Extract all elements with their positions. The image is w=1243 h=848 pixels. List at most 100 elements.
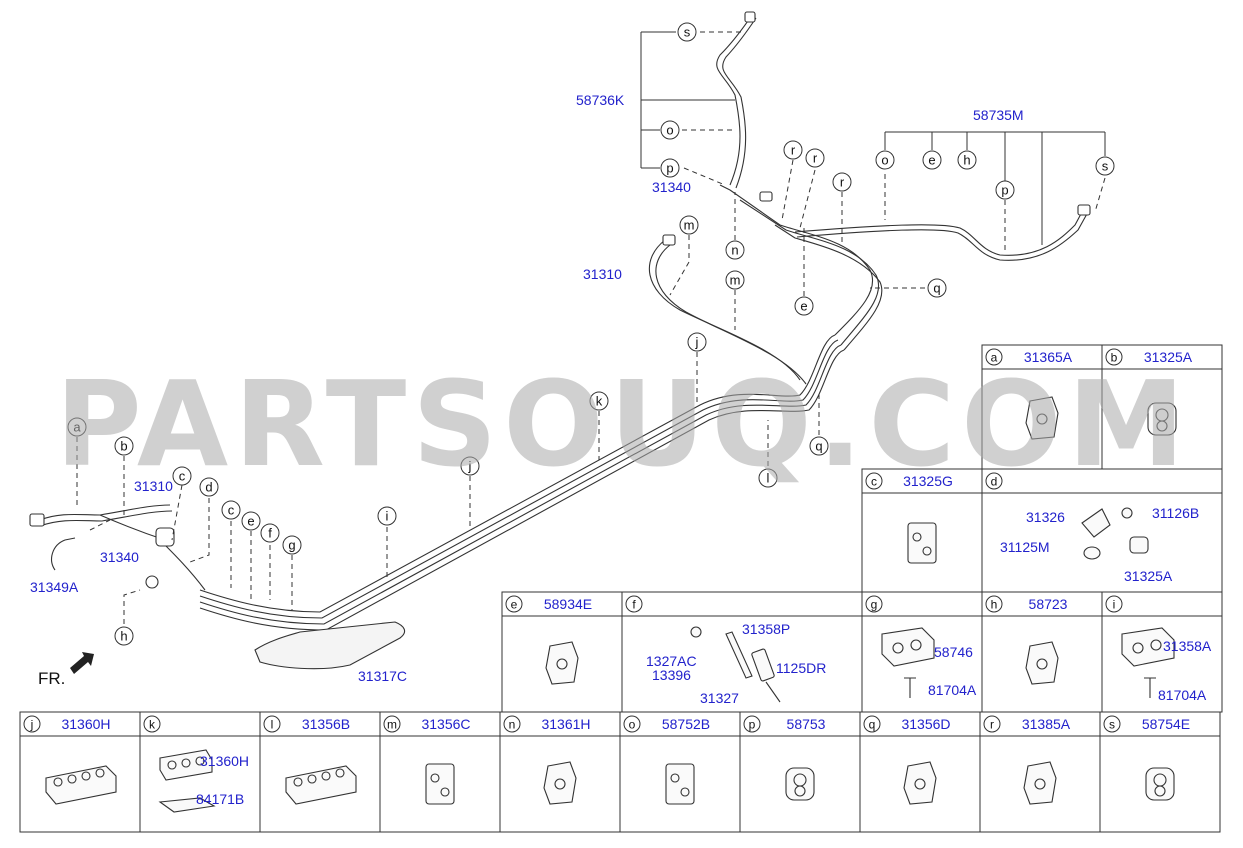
- callout-q: q: [927, 278, 947, 298]
- callout-e: e: [241, 511, 261, 531]
- cell-sublabel: 31325A: [1124, 568, 1173, 584]
- cell-part-number: 58752B: [662, 716, 710, 732]
- multi-clamp-icon: [285, 765, 357, 805]
- callout-letter: r: [791, 143, 796, 158]
- cell-letter: o: [629, 718, 636, 732]
- label-31340-top: 31340: [652, 179, 691, 195]
- cell-part-number: 31356B: [302, 716, 350, 732]
- label-31317C: 31317C: [358, 668, 407, 684]
- cell-part-number: 31356D: [901, 716, 950, 732]
- label-31340-left: 31340: [100, 549, 139, 565]
- cell-letter: b: [1111, 351, 1118, 365]
- cell-sublabel: 81704A: [1158, 687, 1207, 703]
- clamp-block-icon: [425, 763, 455, 805]
- callout-letter: b: [120, 439, 127, 454]
- cell-sublabel: 31125M: [1000, 539, 1050, 555]
- cell-sublabel: 84171B: [196, 791, 244, 807]
- clamp-block-icon: [907, 522, 937, 564]
- callout-i: i: [377, 506, 397, 526]
- clip-icon: [545, 641, 579, 685]
- cell-letter: i: [1113, 598, 1116, 612]
- callout-letter: c: [179, 469, 186, 484]
- callout-r: r: [805, 148, 825, 168]
- cell-part-number: 31361H: [541, 716, 590, 732]
- dashed-leaders: [76, 31, 1106, 624]
- callout-j: j: [687, 332, 707, 352]
- parts-cell-b: b 31325A: [1101, 344, 1223, 470]
- callout-o: o: [660, 120, 680, 140]
- callout-j: j: [460, 456, 480, 476]
- clamp-screw-icon: [1121, 627, 1175, 698]
- brake-tube-lines: [39, 17, 1089, 631]
- label-58736K: 58736K: [576, 92, 625, 108]
- front-arrow-icon: [70, 652, 94, 674]
- callout-letter: l: [767, 471, 770, 486]
- label-31310-top: 31310: [583, 266, 622, 282]
- cell-part-number: 58723: [1029, 596, 1068, 612]
- callout-letter: a: [73, 420, 81, 435]
- grommet-icon: [1147, 402, 1177, 436]
- cell-part-number: 31356C: [421, 716, 470, 732]
- parts-cell-q: q 31356D: [859, 711, 981, 833]
- clip-icon: [1023, 761, 1057, 805]
- clip-icon: [903, 761, 937, 805]
- callout-letter: o: [881, 153, 888, 168]
- cell-sublabel: 1125DR: [776, 660, 826, 676]
- callout-letter: s: [684, 25, 691, 40]
- callout-letter: j: [468, 459, 472, 474]
- cell-letter: c: [871, 475, 877, 489]
- cell-letter: k: [149, 718, 156, 732]
- callout-h: h: [957, 150, 977, 170]
- callout-f: f: [260, 523, 280, 543]
- callout-q: q: [809, 436, 829, 456]
- callout-letter: f: [268, 526, 272, 541]
- callout-p: p: [995, 180, 1015, 200]
- cell-part-number: 58753: [787, 716, 826, 732]
- cell-letter: q: [869, 718, 876, 732]
- callout-letter: p: [1001, 183, 1008, 198]
- cell-letter: n: [509, 718, 516, 732]
- clamp-screw-icon: [881, 627, 935, 698]
- callout-letter: e: [247, 514, 254, 529]
- cell-letter: r: [990, 718, 994, 732]
- callout-letter: h: [963, 153, 970, 168]
- cell-letter: l: [271, 718, 274, 732]
- callout-letter: q: [933, 281, 940, 296]
- heat-shield-31317C: [254, 621, 406, 670]
- callout-l: l: [758, 468, 778, 488]
- label-58735M: 58735M: [973, 107, 1024, 123]
- cell-part-number: 58934E: [544, 596, 592, 612]
- cell-part-number: 31325A: [1144, 349, 1193, 365]
- callout-g: g: [282, 535, 302, 555]
- parts-cell-l: l 31356B: [259, 711, 381, 833]
- clip-icon: [1025, 396, 1059, 440]
- callout-a: a: [67, 417, 87, 437]
- callout-letter: d: [205, 480, 212, 495]
- callout-letter: m: [684, 218, 695, 233]
- parts-cell-o: o 58752B: [619, 711, 741, 833]
- cell-sublabel: 31358P: [742, 621, 790, 637]
- cell-sublabel: 31126B: [1152, 505, 1199, 521]
- callout-letter: r: [813, 151, 818, 166]
- clip-icon: [543, 761, 577, 805]
- tube-fittings: [29, 11, 1091, 589]
- callout-e: e: [794, 296, 814, 316]
- cell-sublabel: 81704A: [928, 682, 977, 698]
- callout-m: m: [725, 270, 745, 290]
- part-number-labels: 58736K 58735M 31340 31310 31310 31340 31…: [30, 92, 1024, 684]
- callout-letter: m: [730, 273, 741, 288]
- multi-clamp-icon: [45, 765, 117, 805]
- clip-icon: [1025, 641, 1059, 685]
- callout-d: d: [199, 477, 219, 497]
- callout-h: h: [114, 626, 134, 646]
- cell-sublabel: 31358A: [1163, 638, 1212, 654]
